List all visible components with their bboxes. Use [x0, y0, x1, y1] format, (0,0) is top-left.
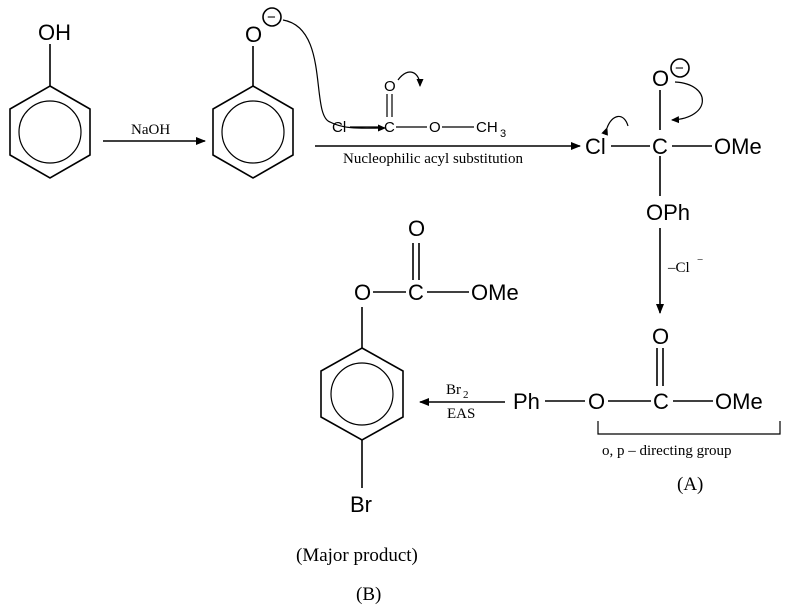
ester-cl-label: Cl [332, 119, 346, 136]
tet-o-curved-arrow [671, 81, 703, 124]
ester-pi-curved-arrow [397, 71, 424, 87]
tetrahedral-intermediate: Cl C O − OMe OPh [585, 58, 762, 225]
phenoxide-minus-sign: − [267, 9, 276, 26]
elimination-label: –Cl [667, 260, 690, 276]
product-b-label: (B) [356, 584, 381, 605]
directing-group-bracket [597, 421, 781, 435]
ester-ch-subscript: 3 [500, 128, 506, 140]
tet-cl-label: Cl [585, 134, 606, 159]
product-b: O O C OMe Br (Major product) (B) [296, 216, 519, 605]
phenoxide-minus-circle [262, 7, 282, 27]
phenol-ring [9, 85, 91, 179]
ester-o-label: O [429, 119, 441, 136]
prod-b-o-label: O [354, 280, 371, 305]
tet-oph-label: OPh [646, 200, 690, 225]
prod-a-c-label: C [653, 389, 669, 414]
prod-b-c-label: C [408, 280, 424, 305]
tet-minus-circle [670, 58, 690, 78]
phenoxide: O − [212, 7, 294, 179]
prod-b-ome-label: OMe [471, 280, 519, 305]
elimination-label-sup: − [697, 254, 703, 266]
br2-label: Br [446, 382, 461, 398]
product-a: Ph O C O OMe o, p – directing group (A) [513, 324, 781, 495]
phenoxide-ring [212, 85, 294, 179]
directing-group-label: o, p – directing group [602, 443, 732, 459]
major-product-label: (Major product) [296, 545, 418, 566]
naoh-label: NaOH [131, 122, 170, 138]
prod-b-ring [320, 347, 404, 441]
prod-b-carbonyl-o-label: O [408, 216, 425, 241]
prod-b-br-label: Br [350, 492, 372, 517]
prod-b-ring-circle [330, 362, 394, 426]
phenoxide-o-label: O [245, 22, 262, 47]
attack-curved-arrow [282, 19, 386, 132]
tet-c-label: C [652, 134, 668, 159]
prod-a-ph-label: Ph [513, 389, 540, 414]
phenol-oh-label: OH [38, 20, 71, 45]
phenoxide-ring-circle [221, 100, 285, 164]
prod-a-ome-label: OMe [715, 389, 763, 414]
ester-ch-label: CH [476, 119, 498, 136]
product-a-label: (A) [677, 474, 703, 495]
ester-carbonyl-o-label: O [384, 78, 396, 95]
ester-c-label: C [384, 119, 395, 136]
phenol-ring-circle [18, 100, 82, 164]
br2-subscript: 2 [463, 389, 469, 401]
prod-a-o-label: O [588, 389, 605, 414]
eas-label: EAS [447, 406, 475, 422]
prod-a-carbonyl-o-label: O [652, 324, 669, 349]
substitution-caption: Nucleophilic acyl substitution [343, 151, 523, 167]
tet-cl-curved-arrow [601, 115, 629, 136]
methyl-chloroformate: Cl C O O CH 3 [332, 71, 506, 140]
tet-ome-label: OMe [714, 134, 762, 159]
tet-o-label: O [652, 66, 669, 91]
tet-minus-sign: − [675, 60, 684, 77]
phenol: OH [9, 20, 91, 179]
